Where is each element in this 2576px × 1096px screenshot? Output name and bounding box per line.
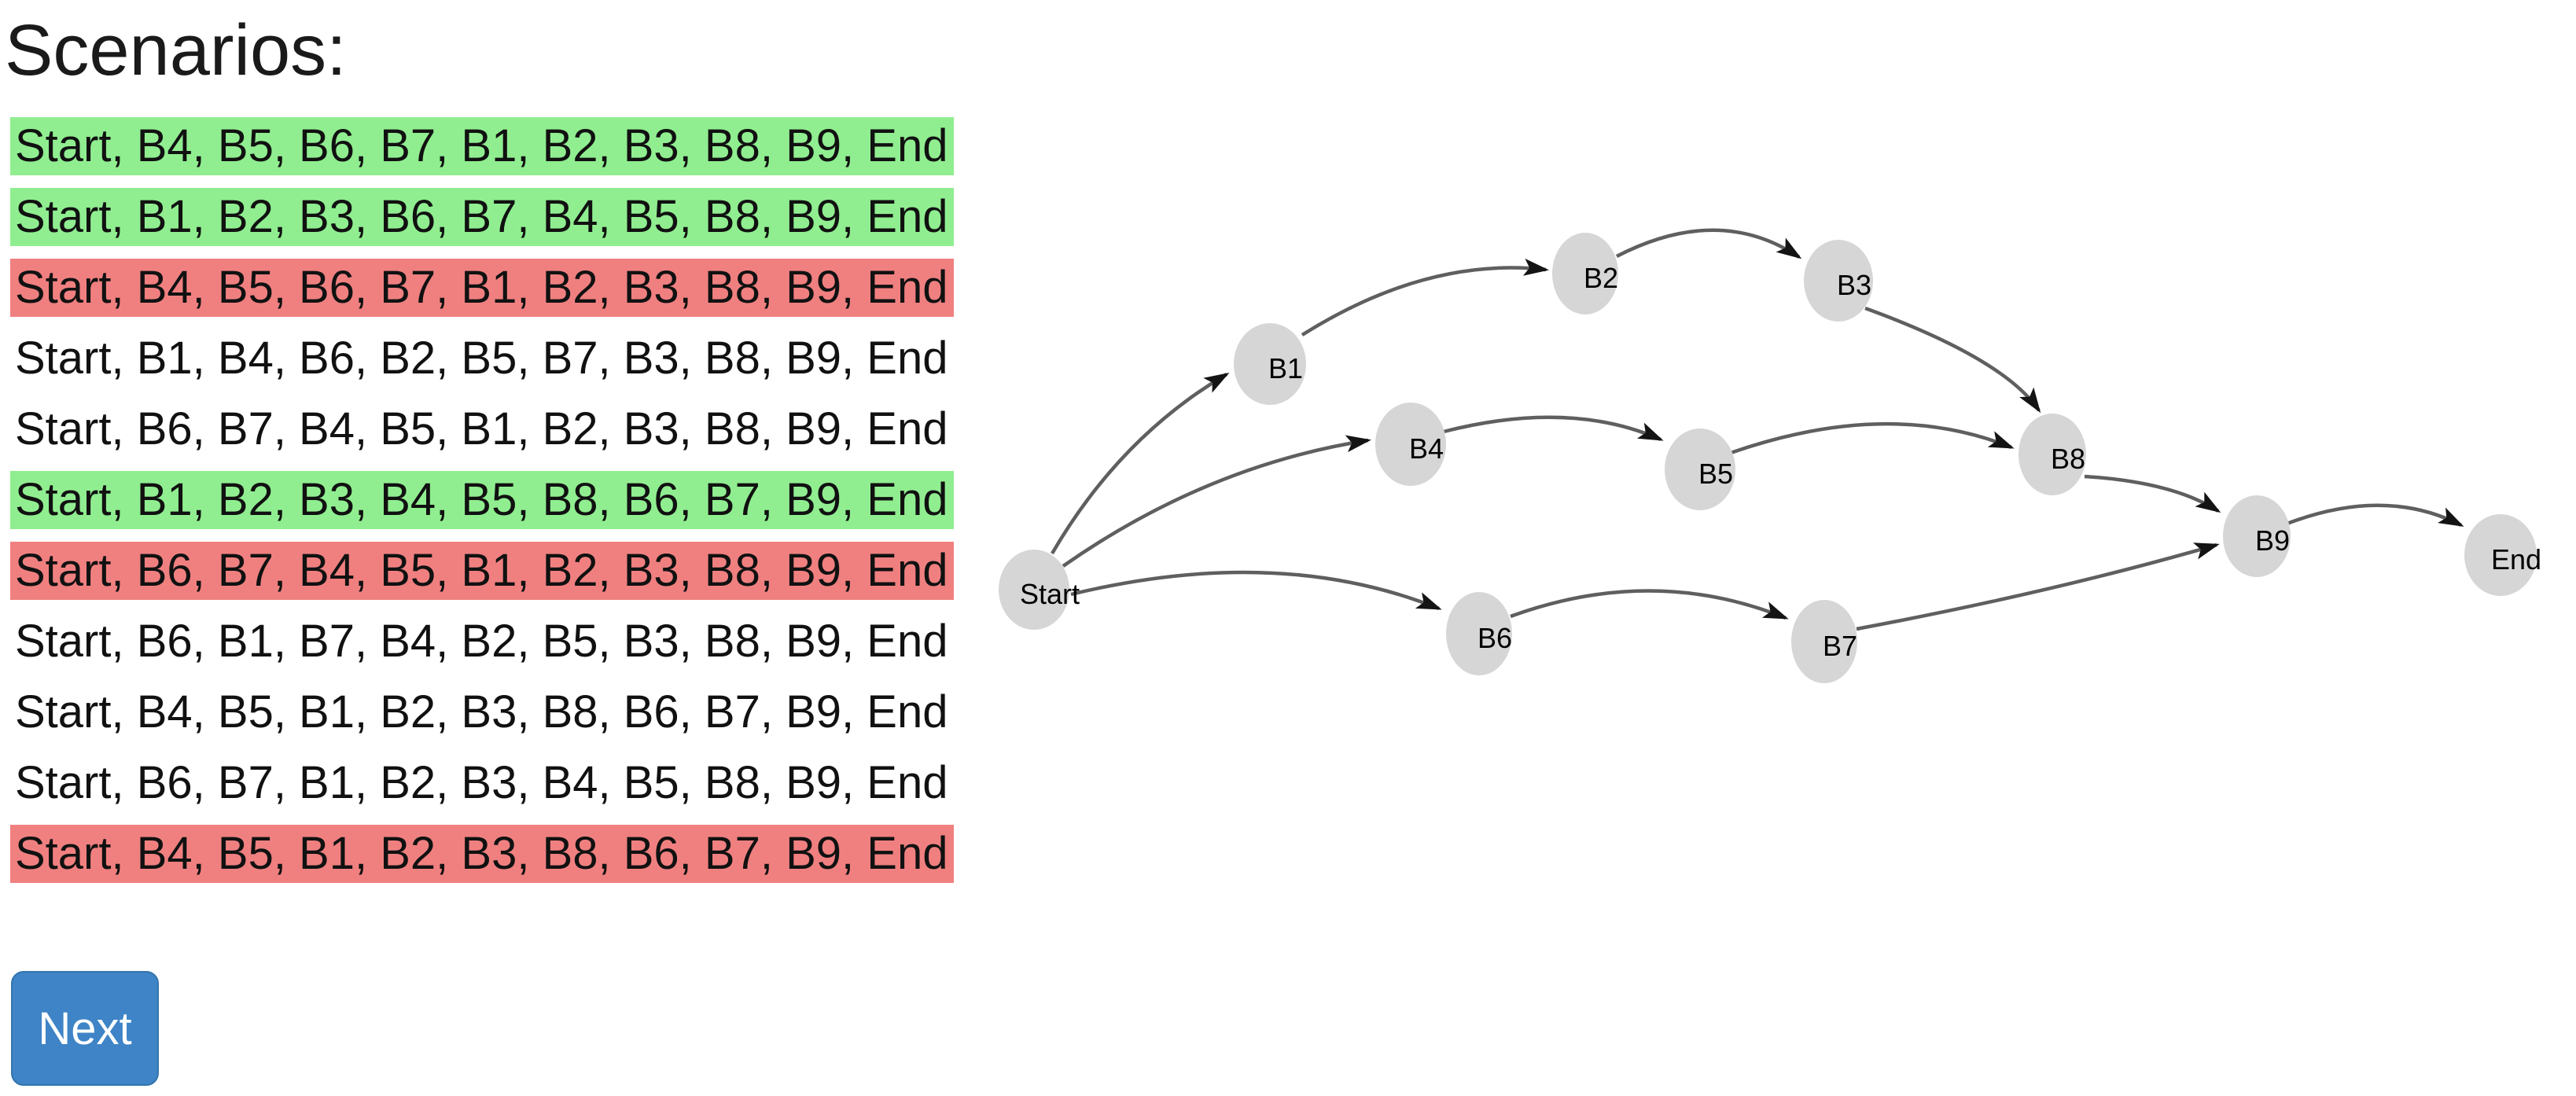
scenario-text: Start, B6, B7, B4, B5, B1, B2, B3, B8, B…	[10, 542, 955, 601]
graph-edge-B1-B2	[1301, 258, 1549, 337]
graph-edge-B6-B7	[1510, 589, 1789, 620]
next-button[interactable]: Next	[11, 971, 159, 1086]
graph-node-ellipse	[2223, 495, 2291, 577]
scenario-row: Start, B6, B1, B7, B4, B2, B5, B3, B8, B…	[10, 612, 955, 671]
graph-node-ellipse	[2018, 414, 2086, 495]
graph-node-B1[interactable]: B1	[1234, 323, 1306, 405]
graph-node-label: B9	[2255, 524, 2290, 557]
graph-node-label: B3	[1837, 269, 1871, 301]
scenario-row: Start, B1, B2, B3, B4, B5, B8, B6, B7, B…	[10, 471, 955, 530]
graph-node-label: B7	[1823, 630, 1857, 662]
graph-edge-B2-B3	[1615, 228, 1802, 259]
graph-node-ellipse	[2464, 514, 2537, 596]
scenario-row: Start, B4, B5, B1, B2, B3, B8, B6, B7, B…	[10, 825, 955, 884]
graph-node-ellipse	[1375, 403, 1446, 486]
scenario-row: Start, B6, B7, B4, B5, B1, B2, B3, B8, B…	[10, 400, 955, 459]
scenario-text: Start, B1, B2, B3, B4, B5, B8, B6, B7, B…	[10, 471, 955, 530]
graph-node-B7[interactable]: B7	[1791, 600, 1857, 683]
scenario-row: Start, B1, B2, B3, B6, B7, B4, B5, B8, B…	[10, 188, 955, 247]
graph-node-ellipse	[1552, 233, 1618, 314]
graph-node-B4[interactable]: B4	[1375, 403, 1446, 486]
scenario-text: Start, B4, B5, B1, B2, B3, B8, B6, B7, B…	[10, 683, 955, 742]
graph-node-B6[interactable]: B6	[1446, 592, 1512, 675]
graph-node-B3[interactable]: B3	[1804, 240, 1873, 322]
graph-node-label: B5	[1698, 458, 1733, 490]
scenario-text: Start, B4, B5, B6, B7, B1, B2, B3, B8, B…	[10, 259, 955, 318]
graph-node-label: B4	[1409, 432, 1444, 465]
graph-edge-Start-B1	[1051, 372, 1230, 555]
graph-edge-B5-B8	[1730, 421, 2015, 455]
scenario-row: Start, B6, B7, B4, B5, B1, B2, B3, B8, B…	[10, 542, 955, 601]
scenario-panel: Scenarios: Start, B4, B5, B6, B7, B1, B2…	[5, 0, 955, 896]
graph-edge-B8-B9	[2084, 474, 2221, 513]
graph-node-ellipse	[999, 550, 1069, 630]
graph-node-label: B1	[1268, 352, 1303, 384]
scenario-text: Start, B4, B5, B6, B7, B1, B2, B3, B8, B…	[10, 117, 955, 176]
scenario-text: Start, B1, B4, B6, B2, B5, B7, B3, B8, B…	[10, 329, 955, 388]
graph-node-End[interactable]: End	[2464, 514, 2541, 596]
graph-edge-B4-B5	[1443, 415, 1664, 442]
page-title: Scenarios:	[5, 10, 347, 90]
graph-node-ellipse	[1446, 592, 1512, 675]
scenario-text: Start, B4, B5, B1, B2, B3, B8, B6, B7, B…	[10, 825, 955, 884]
scenario-text: Start, B1, B2, B3, B6, B7, B4, B5, B8, B…	[10, 188, 955, 247]
graph-edge-Start-B4	[1062, 435, 1371, 568]
graph-node-ellipse	[1665, 428, 1735, 510]
graph-node-label: B6	[1478, 622, 1512, 654]
graph-node-label: End	[2491, 543, 2541, 576]
graph-node-label: B2	[1584, 262, 1618, 294]
scenario-text: Start, B6, B7, B1, B2, B3, B4, B5, B8, B…	[10, 754, 955, 813]
graph-node-B2[interactable]: B2	[1552, 233, 1618, 314]
graph-edge-B9-End	[2284, 503, 2464, 528]
graph-node-ellipse	[1791, 600, 1857, 683]
graph-edge-Start-B6	[1070, 570, 1442, 611]
scenario-text: Start, B6, B1, B7, B4, B2, B5, B3, B8, B…	[10, 612, 955, 671]
graph-edge-B3-B8	[1864, 306, 2041, 414]
scenario-text: Start, B6, B7, B4, B5, B1, B2, B3, B8, B…	[10, 400, 955, 459]
graph-node-label: B8	[2051, 443, 2085, 475]
scenario-list: Start, B4, B5, B6, B7, B1, B2, B3, B8, B…	[5, 117, 955, 884]
graph-node-B8[interactable]: B8	[2018, 414, 2086, 495]
scenario-row: Start, B1, B4, B6, B2, B5, B7, B3, B8, B…	[10, 329, 955, 388]
graph-node-Start[interactable]: Start	[999, 550, 1080, 630]
scenario-row: Start, B4, B5, B6, B7, B1, B2, B3, B8, B…	[10, 259, 955, 318]
graph-node-B9[interactable]: B9	[2223, 495, 2291, 577]
scenario-row: Start, B6, B7, B1, B2, B3, B4, B5, B8, B…	[10, 754, 955, 813]
graph-node-ellipse	[1234, 323, 1306, 405]
graph-edge-B7-B9	[1856, 542, 2220, 631]
scenario-row: Start, B4, B5, B1, B2, B3, B8, B6, B7, B…	[10, 683, 955, 742]
graph-node-ellipse	[1804, 240, 1873, 322]
graph-node-label: Start	[1020, 578, 1080, 610]
scenario-row: Start, B4, B5, B6, B7, B1, B2, B3, B8, B…	[10, 117, 955, 176]
graph-node-B5[interactable]: B5	[1665, 428, 1735, 510]
